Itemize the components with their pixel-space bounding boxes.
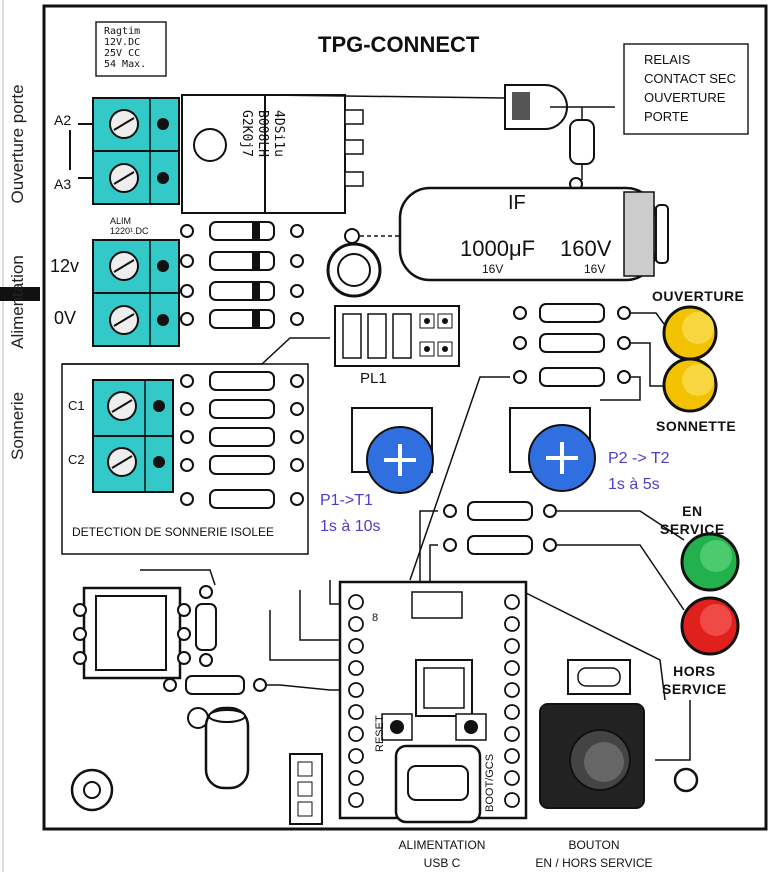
mcu-left-text: RESET <box>374 715 386 752</box>
label-hors-service: HORS SERVICE <box>662 663 727 697</box>
usb-label: ALIMENTATION USB C <box>398 838 486 870</box>
pin-header-3 <box>289 753 323 825</box>
capacitor-voltage: 160V <box>560 236 612 261</box>
pot-p1-label: P1->T1 1s à 10s <box>320 492 381 535</box>
terminal-c1: C1 <box>68 398 85 413</box>
capacitor-sub1: 16V <box>482 262 504 276</box>
relay-note-box <box>623 43 749 135</box>
push-button[interactable] <box>539 659 645 809</box>
relay-note: RELAIS CONTACT SEC OUVERTURE PORTE <box>644 52 736 124</box>
relay-spec-text: Ragtim 12V.DC 25V CC 54 Max. <box>104 26 147 70</box>
led-hors-service <box>680 596 740 656</box>
resistors-led <box>443 303 631 555</box>
detection-label: DETECTION DE SONNERIE ISOLEE <box>72 525 275 539</box>
connector-pl1 <box>334 305 460 367</box>
side-label-bell: Sonnerie <box>8 391 27 460</box>
side-label-door: Ouverture porte <box>8 84 27 204</box>
potentiometer-p2[interactable] <box>509 407 596 492</box>
regulator-text: 4DSi1u B008LH G2K0j7 <box>239 110 286 157</box>
potentiometer-p1[interactable] <box>351 407 434 494</box>
mcu-top-text: 8 <box>372 612 379 624</box>
led-sonnette <box>662 357 718 413</box>
alim-label: ALIM 1220¹.DC <box>110 216 149 236</box>
connector-label: PL1 <box>360 370 387 387</box>
terminal-a2: A2 <box>54 112 72 128</box>
label-en-service: EN SERVICE <box>660 503 725 537</box>
transistor <box>504 84 568 130</box>
label-sonnette: SONNETTE <box>656 418 737 434</box>
terminal-0v: 0V <box>54 308 77 328</box>
capacitor-sub2: 16V <box>584 262 606 276</box>
terminal-12v: 12v <box>50 256 80 276</box>
capacitor-small <box>187 706 250 790</box>
resistor-relay <box>569 119 595 165</box>
terminal-block-door <box>92 97 180 205</box>
edge-marker <box>0 287 40 301</box>
optocoupler <box>73 586 191 680</box>
mounting-hole <box>673 767 699 793</box>
page-title: TPG-CONNECT <box>318 32 480 57</box>
led-en-service <box>680 532 740 592</box>
microcontroller-board <box>338 580 528 824</box>
terminal-a3: A3 <box>54 176 72 192</box>
resistor-opto <box>195 603 217 651</box>
relay-spec-box <box>95 21 167 77</box>
button-label: BOUTON EN / HORS SERVICE <box>535 838 653 870</box>
side-label-power: Alimentation <box>8 255 27 349</box>
label-ouverture: OUVERTURE <box>652 288 745 304</box>
capacitor-1000uf <box>398 186 669 282</box>
mcu-right-text: BOOT/GCS <box>484 753 496 812</box>
capacitor-value: 1000μF <box>460 236 536 261</box>
led-ouverture <box>662 305 718 361</box>
voltage-regulator <box>181 94 364 214</box>
resistor-bottom <box>185 675 245 695</box>
pot-p2-label: P2 -> T2 1s à 5s <box>608 450 670 493</box>
resistors-bell <box>180 371 304 509</box>
mcu-pins <box>348 594 520 808</box>
terminal-c2: C2 <box>68 452 85 467</box>
capacitor-mark: IF <box>508 192 526 214</box>
terminal-block-bell <box>92 379 174 493</box>
terminal-block-power <box>92 239 180 347</box>
